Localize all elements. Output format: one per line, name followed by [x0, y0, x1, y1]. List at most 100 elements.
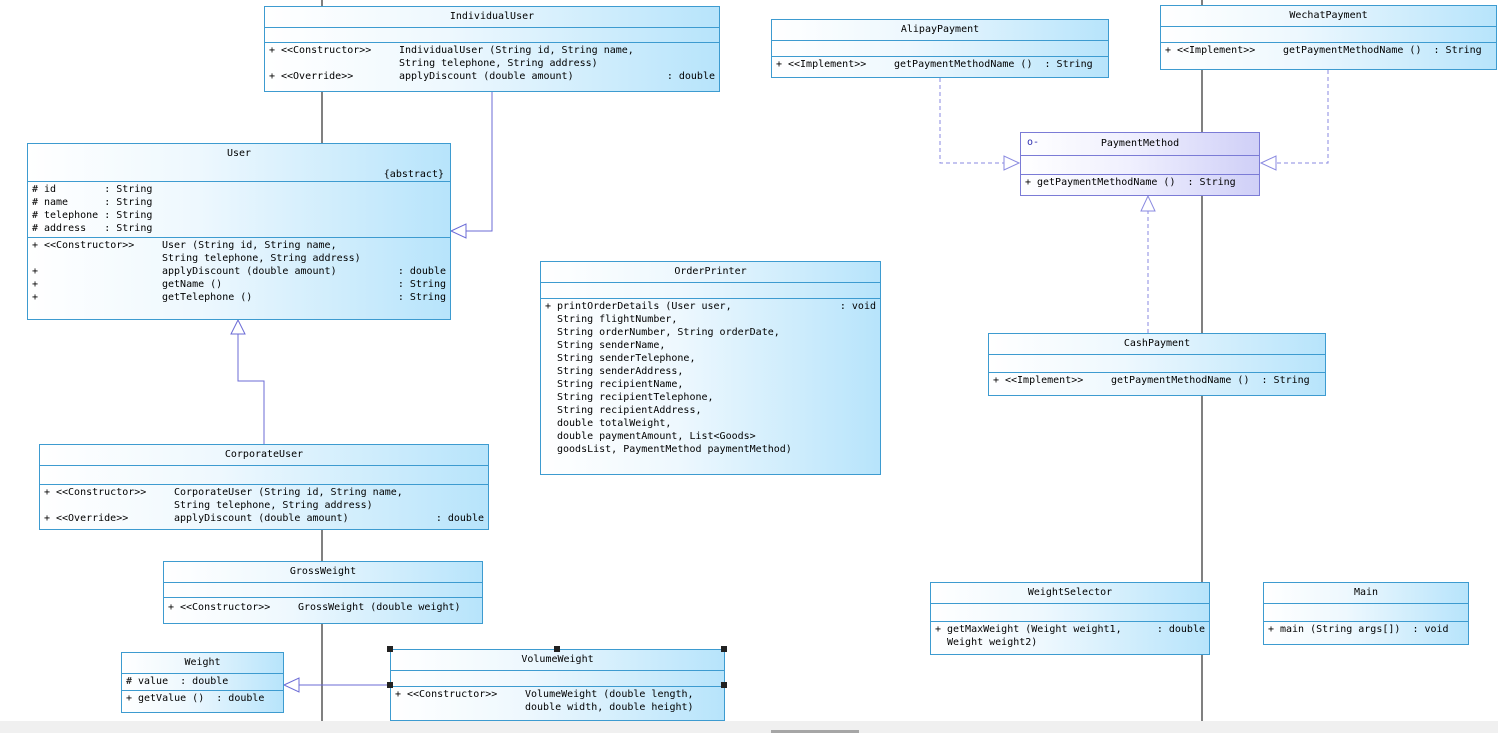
method-row[interactable]: +<<Implement>>getPaymentMethodName () : … [1165, 44, 1492, 57]
class-header: VolumeWeight [391, 650, 724, 671]
method-row[interactable]: +getName (): String [32, 278, 446, 291]
selection-handle[interactable] [721, 646, 727, 652]
method-signature: String senderName, [557, 340, 666, 351]
method-row[interactable]: +printOrderDetails (User user,: void [545, 300, 876, 313]
method-row[interactable]: String telephone, String address) [44, 499, 484, 512]
method-row[interactable]: String recipientName, [545, 378, 876, 391]
class-weight-selector[interactable]: WeightSelector +getMaxWeight (Weight wei… [930, 582, 1210, 655]
method-row[interactable]: goodsList, PaymentMethod paymentMethod) [545, 443, 876, 456]
visibility-marker [545, 365, 557, 378]
class-order-printer[interactable]: OrderPrinter +printOrderDetails (User us… [540, 261, 881, 475]
method-row[interactable]: +<<Constructor>>CorporateUser (String id… [44, 486, 484, 499]
class-wechat-payment[interactable]: WechatPayment +<<Implement>>getPaymentMe… [1160, 5, 1497, 70]
method-row[interactable]: +getPaymentMethodName () : String [1025, 176, 1255, 189]
class-header: IndividualUser [265, 7, 719, 28]
selection-handle[interactable] [387, 646, 393, 652]
method-row[interactable]: +<<Implement>>getPaymentMethodName () : … [776, 58, 1104, 71]
method-signature: getPaymentMethodName () : String [1037, 177, 1236, 188]
method-row[interactable]: +main (String args[]) : void [1268, 623, 1464, 636]
selection-handle[interactable] [721, 682, 727, 688]
stereotype: <<Override>> [56, 513, 129, 524]
method-row[interactable]: String orderNumber, String orderDate, [545, 326, 876, 339]
attribute-row[interactable]: #telephone : String [32, 209, 446, 222]
visibility-marker: + [269, 71, 276, 82]
stereotype: <<Constructor>> [56, 487, 147, 498]
method-row[interactable]: Weight weight2) [935, 636, 1205, 649]
method-signature: String telephone, String address) [174, 500, 373, 511]
class-individual-user[interactable]: IndividualUser +<<Constructor>>Individua… [264, 6, 720, 92]
class-main[interactable]: Main +main (String args[]) : void [1263, 582, 1469, 645]
visibility-marker: + [1165, 45, 1172, 56]
visibility-marker [545, 430, 557, 443]
class-name: VolumeWeight [521, 654, 594, 665]
method-row[interactable]: + getValue () : double [126, 692, 279, 705]
visibility-marker: # [32, 223, 39, 234]
method-row[interactable]: +<<Implement>>getPaymentMethodName () : … [993, 374, 1321, 387]
method-row[interactable]: +<<Override>>applyDiscount (double amoun… [269, 70, 715, 83]
method-row[interactable]: String senderTelephone, [545, 352, 876, 365]
class-cash-payment[interactable]: CashPayment +<<Implement>>getPaymentMeth… [988, 333, 1326, 396]
visibility-marker: + [395, 689, 402, 700]
visibility-marker [269, 57, 281, 70]
interface-payment-method[interactable]: o- PaymentMethod +getPaymentMethodName (… [1020, 132, 1260, 196]
visibility-marker: + [32, 292, 39, 303]
class-header: CashPayment [989, 334, 1325, 355]
class-user[interactable]: User {abstract} #id : String#name : Stri… [27, 143, 451, 320]
method-row[interactable]: +<<Constructor>>IndividualUser (String i… [269, 44, 715, 57]
method-row[interactable]: +applyDiscount (double amount): double [32, 265, 446, 278]
attribute-row[interactable]: #name : String [32, 196, 446, 209]
class-header: Weight [122, 653, 283, 674]
realization-arrowhead [1003, 155, 1021, 171]
methods-section: +<<Implement>>getPaymentMethodName () : … [989, 373, 1325, 389]
attribute-row[interactable]: #address : String [32, 222, 446, 235]
method-row[interactable]: +<<Constructor>>GrossWeight (double weig… [168, 601, 478, 614]
method-row[interactable]: String telephone, String address) [269, 57, 715, 70]
selection-handle[interactable] [387, 682, 393, 688]
return-type: : double [435, 513, 484, 524]
methods-section: +<<Implement>>getPaymentMethodName () : … [772, 57, 1108, 73]
visibility-marker: + [126, 693, 133, 704]
attribute-row[interactable]: #id : String [32, 183, 446, 196]
method-row[interactable]: String flightNumber, [545, 313, 876, 326]
method-row[interactable]: +<<Override>>applyDiscount (double amoun… [44, 512, 484, 525]
attributes-section [772, 41, 1108, 57]
method-row[interactable]: double paymentAmount, List<Goods> [545, 430, 876, 443]
method-row[interactable]: double totalWeight, [545, 417, 876, 430]
method-signature: getValue () : double [138, 693, 265, 704]
class-header: User {abstract} [28, 144, 450, 182]
method-row[interactable]: String recipientAddress, [545, 404, 876, 417]
attributes-section [1021, 156, 1259, 175]
method-row[interactable]: String telephone, String address) [32, 252, 446, 265]
method-signature: getTelephone () [162, 292, 253, 303]
class-corporate-user[interactable]: CorporateUser +<<Constructor>>CorporateU… [39, 444, 489, 530]
horizontal-scrollbar[interactable] [0, 721, 1498, 733]
method-signature: String recipientName, [557, 379, 684, 390]
stereotype [44, 278, 162, 291]
visibility-marker: + [545, 301, 552, 312]
class-volume-weight[interactable]: VolumeWeight +<<Constructor>>VolumeWeigh… [390, 649, 725, 721]
attribute-signature: name : String [44, 197, 153, 208]
visibility-marker: + [32, 266, 39, 277]
method-row[interactable]: +getTelephone (): String [32, 291, 446, 304]
method-row[interactable]: +<<Constructor>>User (String id, String … [32, 239, 446, 252]
class-gross-weight[interactable]: GrossWeight +<<Constructor>>GrossWeight … [163, 561, 483, 624]
selection-handle[interactable] [554, 646, 560, 652]
generalization-individual-to-user [466, 92, 493, 232]
method-row[interactable]: +<<Constructor>>VolumeWeight (double len… [395, 688, 720, 701]
method-row[interactable]: String senderAddress, [545, 365, 876, 378]
method-signature: String orderNumber, String orderDate, [557, 327, 780, 338]
method-row[interactable]: double width, double height) [395, 701, 720, 714]
methods-section: +<<Implement>>getPaymentMethodName () : … [1161, 43, 1496, 59]
method-row[interactable]: String recipientTelephone, [545, 391, 876, 404]
class-weight[interactable]: Weight #value : double + getValue () : do… [121, 652, 284, 713]
method-row[interactable]: +getMaxWeight (Weight weight1,: double [935, 623, 1205, 636]
return-type: : void [839, 301, 876, 312]
scrollbar-thumb[interactable] [771, 730, 859, 733]
class-name: WeightSelector [1027, 587, 1113, 598]
class-name: CashPayment [1123, 338, 1191, 349]
class-alipay-payment[interactable]: AlipayPayment +<<Implement>>getPaymentMe… [771, 19, 1109, 78]
visibility-marker [32, 252, 44, 265]
attribute-row[interactable]: #value : double [126, 675, 279, 688]
method-row[interactable]: String senderName, [545, 339, 876, 352]
